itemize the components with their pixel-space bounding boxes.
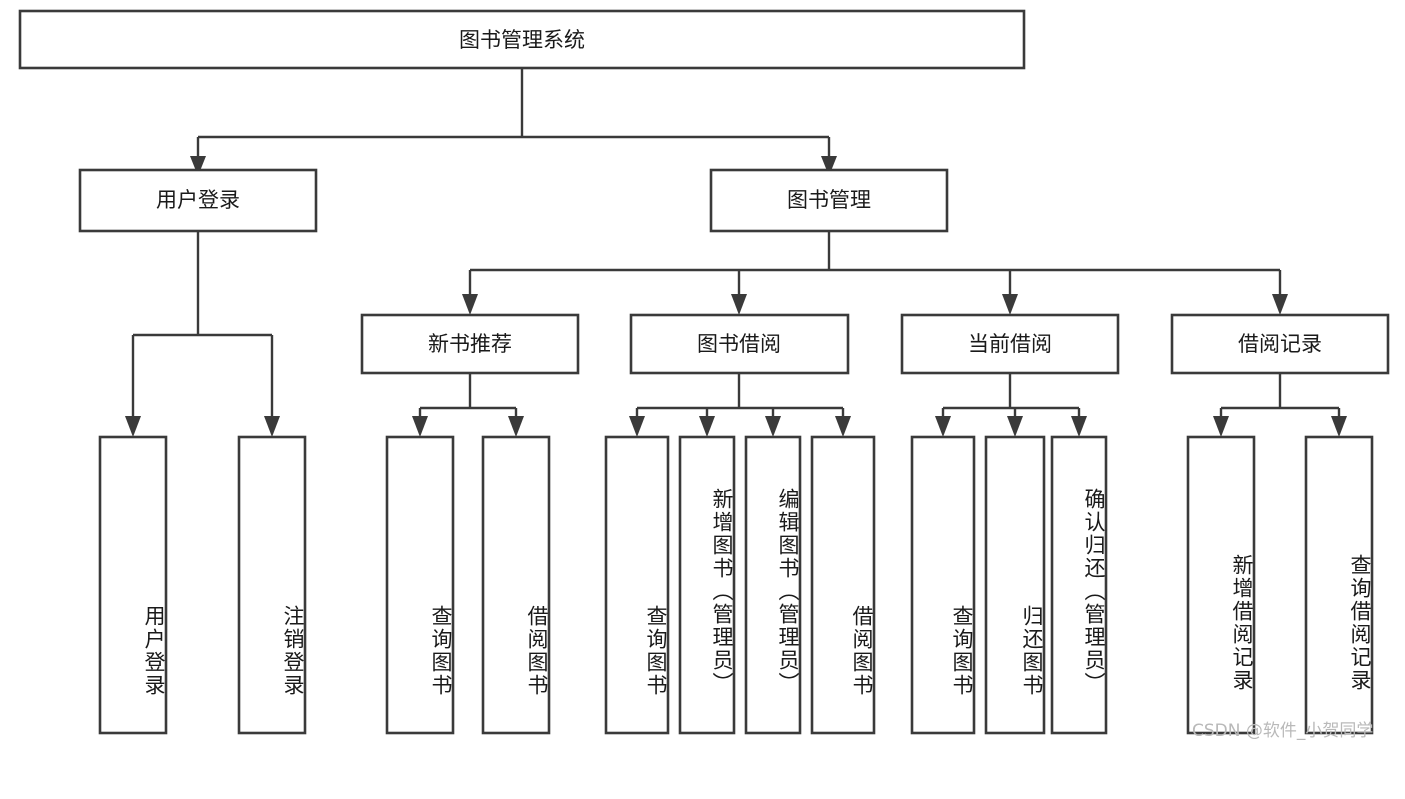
node-book-manage[interactable] [709,168,949,233]
node-current-borrow[interactable] [900,313,1120,375]
node-user-logout-label: 注销登录 [281,605,305,697]
node-new-book-recommend-label: 新书推荐 [428,332,512,356]
node-root[interactable] [18,9,1026,70]
connector-book-manage-to-level3 [462,231,1288,315]
node-br-add-record[interactable] [1186,435,1256,735]
node-bb-borrow-book-label: 借阅图书 [850,605,874,697]
connector-user-login-to-leaves [125,231,280,437]
node-root-label: 图书管理系统 [459,28,585,52]
node-nbr-borrow-book[interactable] [481,435,551,735]
node-cb-query-book-label: 查询图书 [950,605,974,697]
diagram-svg: 图书管理系统 用户登录 图书管理 新书推荐 图书借阅 当前借阅 借阅记录 [18,9,1390,735]
node-cb-return-book[interactable] [984,435,1046,735]
connector-root-to-level2 [190,68,837,176]
connector-borrow-record-to-leaves [1213,373,1347,437]
connector-new-book-recommend-to-leaves [412,373,524,437]
node-cb-return-book-label: 归还图书 [1020,605,1044,697]
node-borrow-record-label: 借阅记录 [1238,332,1322,356]
node-borrow-record[interactable] [1170,313,1390,375]
node-cb-confirm-return[interactable] [1050,435,1108,735]
node-user-login-do-label: 用户登录 [142,605,166,697]
node-cb-query-book[interactable] [910,435,976,735]
node-bb-query-book-label: 查询图书 [644,605,668,697]
node-br-query-record[interactable] [1304,435,1374,735]
node-new-book-recommend[interactable] [360,313,580,375]
node-book-borrow[interactable] [629,313,850,375]
node-book-manage-label: 图书管理 [787,188,871,212]
connector-current-borrow-to-leaves [935,373,1087,437]
csdn-watermark: CSDN @软件_小贺同学 [1192,721,1374,741]
node-user-login[interactable] [78,168,318,233]
node-user-logout[interactable] [237,435,307,735]
connector-book-borrow-to-leaves [629,373,851,437]
node-user-login-do[interactable] [98,435,168,735]
node-bb-edit-book[interactable] [744,435,802,735]
flowchart-canvas: 图书管理系统 用户登录 图书管理 新书推荐 图书借阅 当前借阅 借阅记录 [18,9,1390,741]
node-nbr-query-book-label: 查询图书 [429,605,453,697]
node-cb-confirm-return-label: 确认归还（管理员） [1082,487,1106,695]
node-bb-query-book[interactable] [604,435,670,735]
node-book-borrow-label: 图书借阅 [697,332,781,356]
node-br-add-record-label: 新增借阅记录 [1230,554,1254,692]
node-current-borrow-label: 当前借阅 [968,332,1052,356]
node-br-query-record-label: 查询借阅记录 [1348,554,1372,692]
node-bb-add-book[interactable] [678,435,736,735]
node-user-login-label: 用户登录 [156,188,240,212]
node-bb-borrow-book[interactable] [810,435,876,735]
node-nbr-query-book[interactable] [385,435,455,735]
node-nbr-borrow-book-label: 借阅图书 [525,605,549,697]
node-bb-edit-book-label: 编辑图书（管理员） [776,487,800,695]
node-bb-add-book-label: 新增图书（管理员） [710,487,734,695]
